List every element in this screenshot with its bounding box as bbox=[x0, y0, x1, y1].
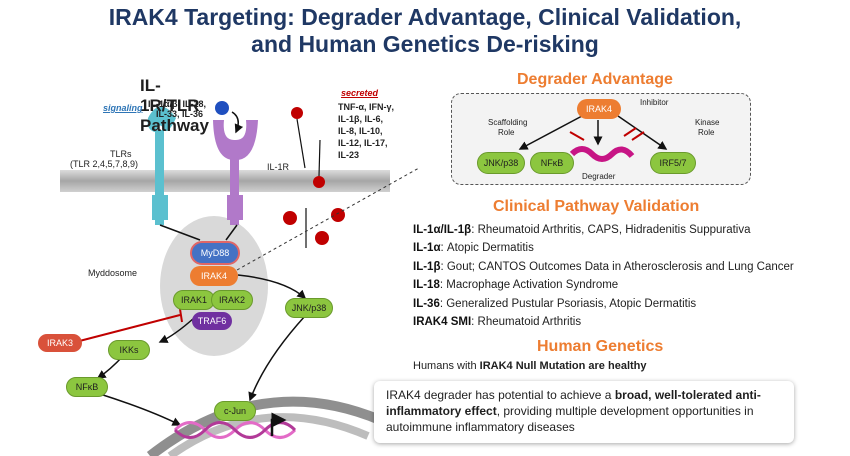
degrader-graphics bbox=[518, 115, 668, 162]
genetics-heading: Human Genetics bbox=[537, 338, 664, 355]
clinical-target: IRAK4 SMI bbox=[413, 316, 472, 329]
degrader-irf-node: IRF5/7 bbox=[650, 152, 696, 174]
signaling-ligands-line-2: IL-33, IL-36 bbox=[156, 109, 204, 119]
degrader-jnk-node: JNK/p38 bbox=[477, 152, 525, 174]
myddosome-label: Myddosome bbox=[88, 268, 138, 278]
irak2-node: IRAK2 bbox=[211, 290, 253, 310]
degrader-label: Degrader bbox=[582, 172, 616, 181]
nfkb-to-dna-arrow bbox=[99, 393, 182, 426]
clinical-row: IL-1α/IL-1β: Rheumatoid Arthritis, CAPS,… bbox=[413, 221, 794, 239]
genetics-bold: IRAK4 Null Mutation are healthy bbox=[479, 360, 647, 372]
clinical-separator: : bbox=[439, 297, 447, 310]
il1r-to-myd88-arrow bbox=[225, 224, 238, 241]
clinical-target: IL-1α bbox=[413, 242, 441, 255]
cjun-node: c-Jun bbox=[214, 401, 256, 421]
nfkb-node: NFκB bbox=[66, 377, 108, 397]
scaffolding-label-line-1: Scaffolding bbox=[488, 118, 528, 127]
irak1-node: IRAK1 bbox=[173, 290, 215, 310]
tlr-receptor-icon bbox=[147, 106, 176, 225]
degrader-panel: IRAK4 Inhibitor Scaffolding Role Kinase … bbox=[451, 93, 751, 185]
secreted-line-3: IL-8, IL-10, bbox=[338, 126, 383, 136]
degrader-heading: Degrader Advantage bbox=[517, 71, 673, 88]
irak3-inhibition-line bbox=[63, 314, 181, 346]
clinical-indication: Atopic Dermatitis bbox=[446, 242, 534, 255]
transcription-start-icon bbox=[270, 412, 287, 436]
secreted-label: secreted bbox=[341, 88, 379, 98]
clinical-heading: Clinical Pathway Validation bbox=[493, 198, 700, 215]
clinical-row: IL-1α: Atopic Dermatitis bbox=[413, 239, 794, 257]
signaling-label: signaling bbox=[103, 103, 143, 113]
irak4-to-jnk-arrow bbox=[237, 274, 307, 300]
inhibitor-label: Inhibitor bbox=[640, 98, 669, 107]
jnk-to-cjun-arrow bbox=[248, 315, 306, 402]
irak4-node: IRAK4 bbox=[190, 266, 238, 286]
clinical-indication: Generalized Pustular Psoriasis, Atopic D… bbox=[446, 297, 697, 310]
myddosome-cluster bbox=[160, 216, 268, 356]
clinical-target: IL-36 bbox=[413, 297, 440, 310]
clinical-separator: : bbox=[439, 279, 447, 292]
kinase-label-line-1: Kinase bbox=[695, 118, 720, 127]
clinical-row: IL-36: Generalized Pustular Psoriasis, A… bbox=[413, 295, 794, 313]
il1r-receptor-icon bbox=[213, 120, 258, 225]
secreted-line-1: TNF-α, IFN-γ, bbox=[338, 102, 395, 112]
clinical-row: IRAK4 SMI: Rheumatoid Arthritis bbox=[413, 313, 794, 331]
clinical-indication: Gout; CANTOS Outcomes Data in Atheroscle… bbox=[446, 260, 794, 273]
summary-bold: broad, well-tolerated anti-inflammatory … bbox=[386, 388, 761, 418]
irak3-node: IRAK3 bbox=[38, 334, 82, 352]
signaling-ligand-icon bbox=[215, 101, 229, 115]
pathway-graphics bbox=[60, 101, 420, 456]
clinical-separator: : bbox=[440, 260, 447, 273]
clinical-row: IL-1β: Gout; CANTOS Outcomes Data in Ath… bbox=[413, 258, 794, 276]
clinical-target: IL-1β bbox=[413, 260, 441, 273]
summary-part-1: IRAK4 degrader has potential to achieve … bbox=[386, 388, 615, 402]
traf6-node: TRAF6 bbox=[192, 312, 232, 330]
tlr-label-line-1: TLRs bbox=[110, 149, 132, 159]
callout-connector bbox=[236, 166, 420, 271]
cell-membrane bbox=[60, 170, 390, 192]
title-line-1: IRAK4 Targeting: Degrader Advantage, Cli… bbox=[108, 4, 742, 30]
secreted-cytokine-icons bbox=[283, 107, 345, 248]
genetics-statement: Humans with IRAK4 Null Mutation are heal… bbox=[413, 360, 647, 372]
kinase-label-line-2: Role bbox=[698, 128, 715, 137]
traf6-to-ikks-arrow bbox=[158, 317, 195, 343]
pathway-heading: IL-1R/TLR Pathway bbox=[140, 76, 209, 135]
degrader-nfkb-node: NFκB bbox=[530, 152, 574, 174]
secreted-line-4: IL-12, IL-17, bbox=[338, 138, 388, 148]
secreted-line-2: IL-1β, IL-6, bbox=[338, 114, 383, 124]
tlr-to-myd88-arrow bbox=[159, 224, 201, 241]
clinical-target: IL-1α/IL-1β bbox=[413, 224, 472, 236]
clinical-indication: Macrophage Activation Syndrome bbox=[446, 279, 619, 292]
clinical-indication: Rheumatoid Arthritis bbox=[477, 316, 582, 329]
clinical-separator: : bbox=[471, 316, 478, 329]
clinical-separator: : bbox=[471, 224, 478, 236]
genetics-prefix: Humans with bbox=[413, 360, 480, 372]
myd88-node: MyD88 bbox=[190, 241, 240, 265]
nuclear-envelope-inner bbox=[167, 413, 370, 456]
jnk-p38-node: JNK/p38 bbox=[285, 298, 333, 318]
summary-callout: IRAK4 degrader has potential to achieve … bbox=[374, 381, 794, 443]
degrader-irak4-node: IRAK4 bbox=[577, 99, 621, 119]
ikks-node: IKKs bbox=[108, 340, 150, 360]
clinical-row: IL-18: Macrophage Activation Syndrome bbox=[413, 276, 794, 294]
scaffolding-label-line-2: Role bbox=[498, 128, 515, 137]
il1r-label: IL-1R bbox=[267, 162, 290, 172]
clinical-target: IL-18 bbox=[413, 279, 440, 292]
degrader-molecule-icon bbox=[569, 146, 635, 162]
clinical-separator: : bbox=[440, 242, 447, 255]
clinical-indication: Rheumatoid Arthritis, CAPS, Hidradenitis… bbox=[477, 224, 751, 236]
secreted-line-5: IL-23 bbox=[338, 150, 360, 160]
summary-part-2: , providing multiple development opportu… bbox=[386, 404, 754, 434]
tlr-label-line-2: (TLR 2,4,5,7,8,9) bbox=[70, 159, 139, 169]
nuclear-envelope-outer bbox=[146, 396, 382, 456]
signaling-ligands-line-1: IL-1α/β, IL-18, bbox=[148, 99, 207, 109]
page-title: IRAK4 Targeting: Degrader Advantage, Cli… bbox=[0, 4, 850, 58]
title-line-2: and Human Genetics De-risking bbox=[251, 31, 599, 57]
clinical-list: IL-1α/IL-1β: Rheumatoid Arthritis, CAPS,… bbox=[413, 221, 794, 331]
